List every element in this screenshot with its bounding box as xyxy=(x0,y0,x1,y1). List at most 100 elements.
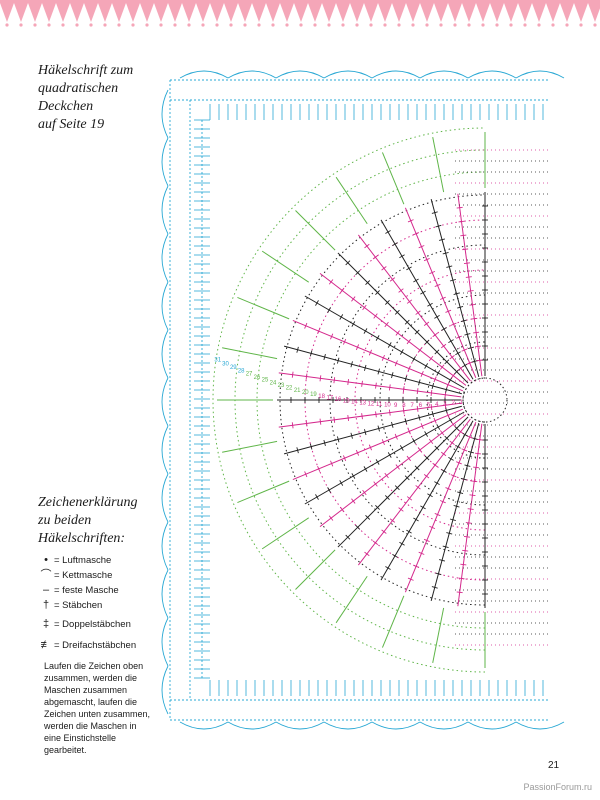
outer-stitch-column xyxy=(381,595,405,648)
stitch-crossbar xyxy=(455,351,461,356)
edge-scallop xyxy=(275,70,325,79)
border-dot xyxy=(187,23,191,27)
stitch-crossbar xyxy=(430,389,433,396)
stitch-crossbar xyxy=(388,409,391,416)
stitch-crossbar xyxy=(453,292,460,295)
border-triangle xyxy=(280,3,294,22)
diagram-caption: Häkelschrift zum quadratischen Deckchen … xyxy=(38,62,168,134)
stitch-crossbar xyxy=(469,494,476,497)
border-triangle xyxy=(504,3,518,22)
stitch-crossbar xyxy=(395,464,400,470)
radial-stitch-column xyxy=(283,345,462,395)
border-triangle xyxy=(42,3,56,22)
round-number-label: 17 xyxy=(326,396,333,402)
border-triangle xyxy=(266,3,280,22)
legend-note: Laufen die Zeichen oben zusammen, werden… xyxy=(44,661,151,755)
legend-item-dreifachstaebchen: ≢ = Dreifachstäbchen xyxy=(38,639,178,652)
legend-item-staebchen: † = Stäbchen xyxy=(38,599,178,612)
edge-scallop xyxy=(515,70,565,79)
stitch-crossbar xyxy=(350,432,353,439)
stitch-crossbar xyxy=(351,473,356,479)
stitch-crossbar xyxy=(428,438,434,445)
border-dot xyxy=(173,23,177,27)
outer-stitch-column xyxy=(295,549,336,590)
double-treble-icon: ≢ xyxy=(40,639,52,651)
round-number-label: 13 xyxy=(359,401,366,407)
round-number-label: 22 xyxy=(286,386,293,392)
stitch-crossbar xyxy=(368,444,373,451)
stitch-crossbar xyxy=(385,230,391,234)
stitch-crossbar xyxy=(404,475,410,481)
border-dot xyxy=(537,23,541,27)
edge-scallop xyxy=(161,377,169,427)
round-number-label: 6 xyxy=(419,403,423,409)
stitch-crossbar xyxy=(375,505,380,510)
border-triangle xyxy=(154,3,168,22)
stitch-crossbar xyxy=(449,440,455,446)
radial-stitch-column xyxy=(430,423,480,602)
border-dot xyxy=(145,23,149,27)
stitch-crossbar xyxy=(414,465,420,471)
radial-stitch-column xyxy=(457,193,483,377)
outer-stitch-column xyxy=(295,210,336,251)
stitch-crossbar xyxy=(399,445,404,451)
caption-line: quadratischen xyxy=(38,81,119,96)
stitch-crossbar xyxy=(462,432,468,437)
stitch-crossbar xyxy=(424,339,430,345)
stitch-crossbar xyxy=(389,277,396,282)
stitch-crossbar xyxy=(394,433,398,440)
stitch-crossbar xyxy=(420,371,424,377)
stitch-crossbar xyxy=(448,417,453,423)
radial-stitch-column xyxy=(304,295,465,389)
edge-scallop xyxy=(227,70,277,79)
stitch-crossbar xyxy=(375,459,380,465)
edge-scallop xyxy=(161,425,169,475)
round-number-label: 4 xyxy=(435,402,439,408)
border-triangle xyxy=(364,3,378,22)
stitch-crossbar xyxy=(431,211,438,214)
stitch-crossbar xyxy=(442,251,449,255)
edge-scallop xyxy=(323,721,373,730)
stitch-crossbar xyxy=(415,310,421,315)
legend-title-line: Zeichenerklärung xyxy=(38,495,138,510)
stitch-crossbar xyxy=(439,238,446,241)
stitch-crossbar xyxy=(315,300,319,306)
stitch-crossbar xyxy=(466,361,473,365)
stitch-crossbar xyxy=(347,414,350,422)
edge-scallop xyxy=(227,721,277,730)
edge-scallop xyxy=(419,721,469,730)
stitch-crossbar xyxy=(407,428,411,435)
stitch-crossbar xyxy=(434,283,441,288)
border-dot xyxy=(593,23,597,27)
border-dot xyxy=(579,23,583,27)
legend-label: = Doppelstäbchen xyxy=(54,619,131,630)
stitch-crossbar xyxy=(398,507,404,512)
stitch-crossbar xyxy=(454,425,460,431)
stitch-crossbar xyxy=(413,232,420,236)
stitch-crossbar xyxy=(469,303,476,306)
stitch-crossbar xyxy=(365,280,371,286)
stitch-crossbar xyxy=(406,299,413,304)
round-number-label: 24 xyxy=(270,381,277,387)
radial-stitch-column xyxy=(283,405,462,455)
stitch-crossbar xyxy=(462,549,469,552)
stitch-crossbar xyxy=(436,370,441,376)
stitch-crossbar xyxy=(391,421,394,428)
radial-stitch-column xyxy=(319,272,467,386)
outer-stitch-column xyxy=(237,296,290,320)
edge-scallop xyxy=(161,617,169,667)
stitch-crossbar xyxy=(414,329,420,335)
border-triangle xyxy=(210,3,224,22)
stitch-crossbar xyxy=(464,464,471,467)
stitch-crossbar xyxy=(449,279,456,282)
edge-scallop xyxy=(161,137,169,187)
stitch-crossbar xyxy=(451,372,456,379)
stitch-crossbar xyxy=(323,439,326,446)
stitch-crossbar xyxy=(446,381,450,388)
stitch-crossbar xyxy=(384,321,389,328)
stitch-crossbar xyxy=(373,481,378,487)
round-number-label: 1 xyxy=(460,400,464,406)
edge-scallop xyxy=(161,281,169,331)
edge-scallop xyxy=(323,70,373,79)
radial-stitch-column xyxy=(304,411,465,505)
